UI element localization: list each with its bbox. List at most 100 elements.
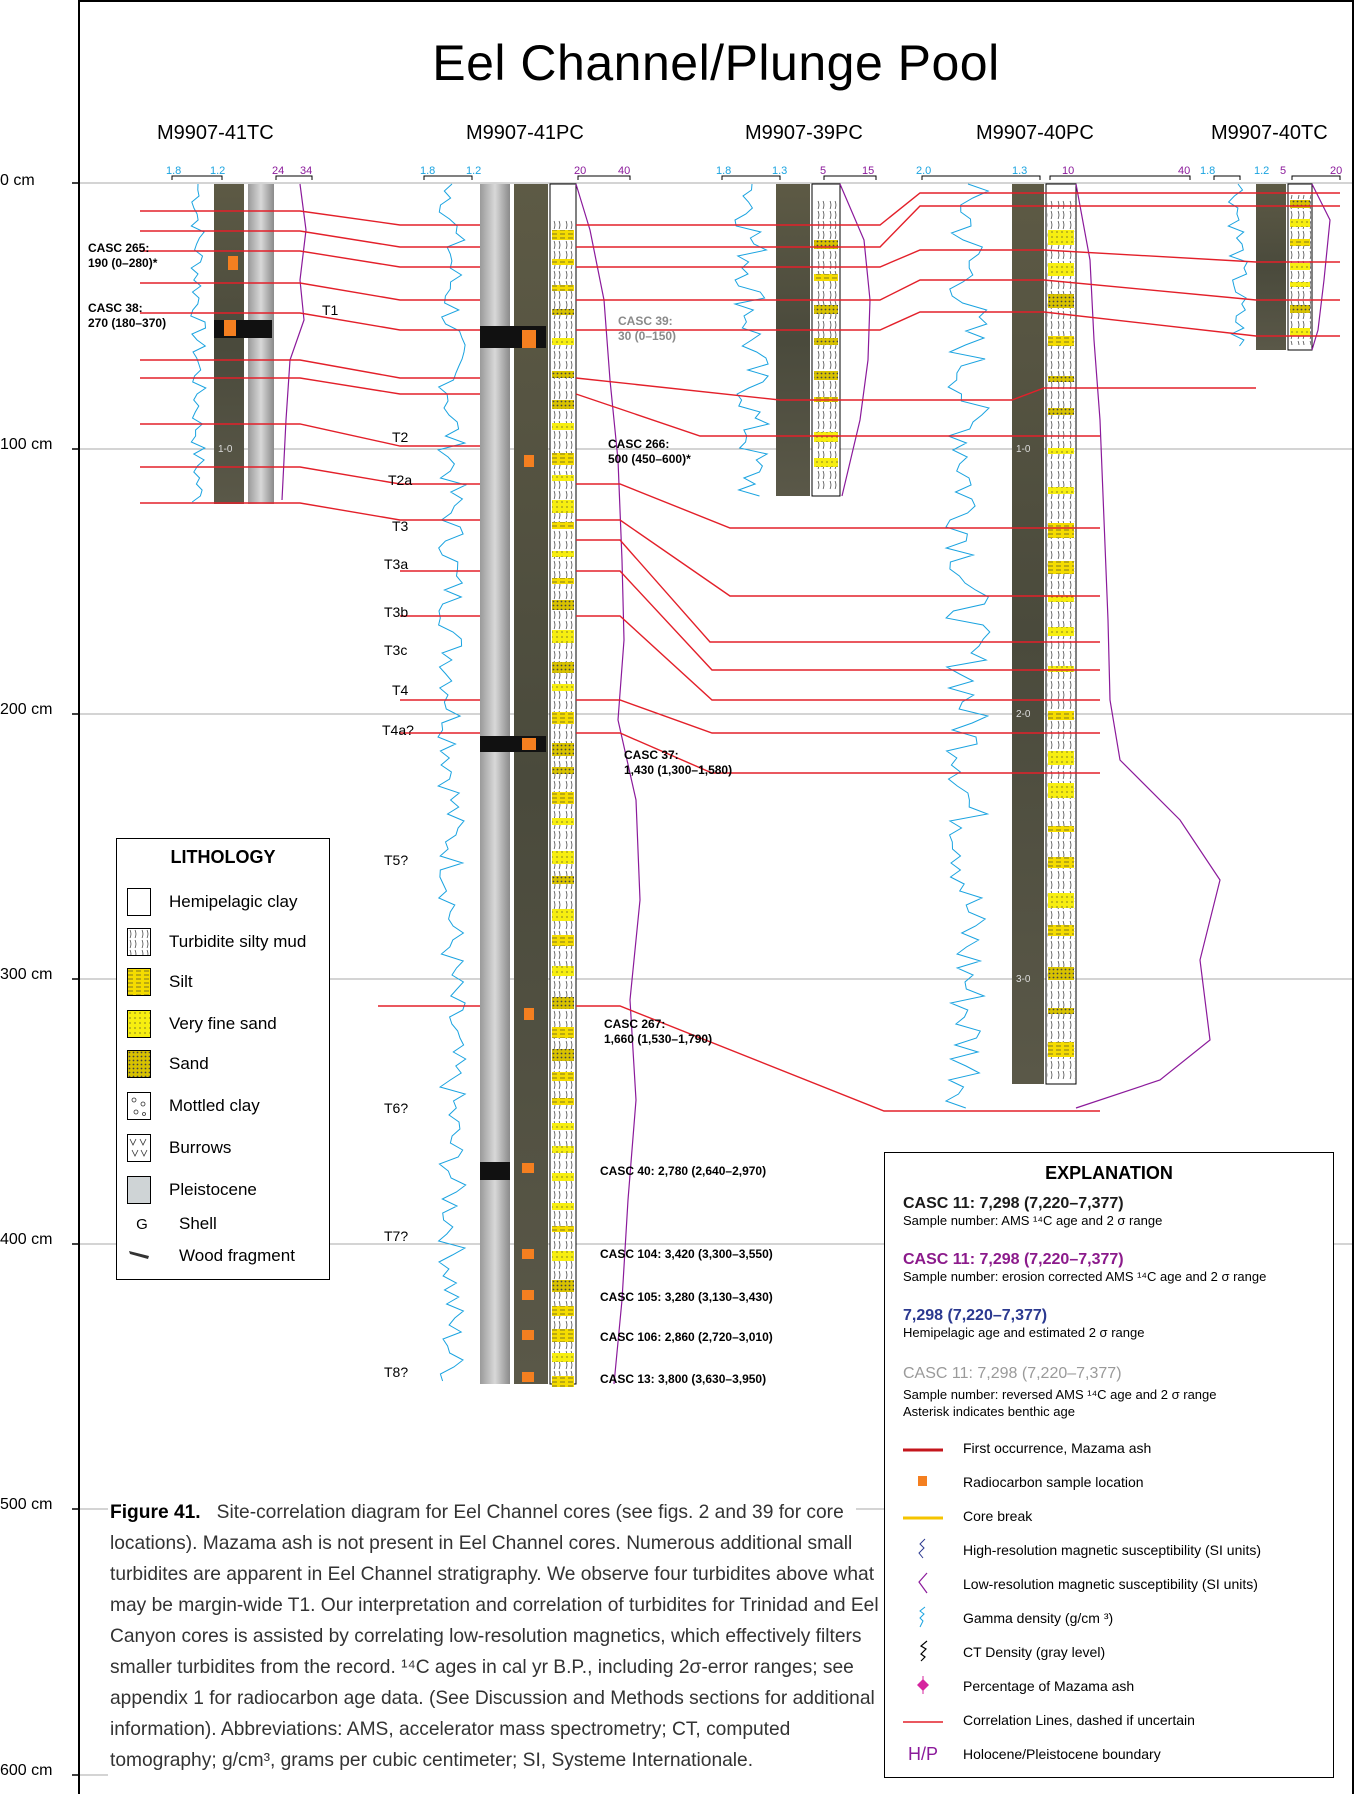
symbol-label: Correlation Lines, dashed if uncertain: [963, 1712, 1195, 1728]
radiocarbon-sample-marker: [522, 738, 536, 750]
lithology-band: [552, 423, 574, 430]
lithology-band: [1048, 711, 1074, 720]
sample-id: CASC 39:: [618, 314, 673, 328]
lithology-band: [1290, 219, 1310, 227]
lithology-band: [552, 712, 574, 724]
lithology-band: [552, 1280, 574, 1292]
scale-bar-labels: 1.8 1.2 24 34 1.8 1.2 20 40 1.8 1.3 5 15…: [166, 165, 1342, 177]
turbidite-label-t3a: T3a: [384, 556, 409, 572]
sample-age: 190 (0–280)*: [88, 256, 158, 270]
depth-label-100: 100 cm: [0, 436, 53, 453]
correlation-line-icon: [903, 1712, 943, 1728]
radiocarbon-sample-marker: [522, 1163, 534, 1173]
turbidite-label-t7: T7?: [384, 1228, 409, 1244]
scale-40tc-mag-min: 5: [1280, 165, 1286, 177]
symbol-mazama-percentage: Percentage of Mazama ash: [903, 1673, 1134, 1699]
lithology-band: [552, 851, 574, 864]
lithology-band: [814, 458, 838, 467]
sample-label-casc265: CASC 265:190 (0–280)*: [88, 241, 157, 271]
scale-40tc-gamma-max: 1.2: [1254, 165, 1269, 177]
lithology-band: [1048, 627, 1074, 636]
scale-39pc-mag-max: 15: [862, 165, 874, 177]
legend-item-mottled-clay: Mottled clay: [127, 1089, 260, 1123]
scale-39pc-gamma-min: 1.8: [716, 165, 731, 177]
core-depth-labels: 1-0 1-0 2-0 3-0: [218, 444, 1031, 985]
explanation-title: EXPLANATION: [1045, 1163, 1173, 1183]
sample-label-casc105: CASC 105: 3,280 (3,130–3,430): [600, 1290, 773, 1304]
scale-39pc-gamma-max: 1.3: [772, 165, 787, 177]
legend-item-sand: Sand: [127, 1047, 209, 1081]
sample-label-casc38: CASC 38:270 (180–370): [88, 301, 166, 331]
sample-label-casc37: CASC 37:1,430 (1,300–1,580): [624, 748, 732, 778]
symbol-lowres-mag: Low-resolution magnetic susceptibility (…: [903, 1571, 1258, 1597]
scale-41tc-mag-min: 24: [272, 165, 284, 177]
symbol-label: Radiocarbon sample location: [963, 1474, 1144, 1490]
lithology-band: [552, 1123, 574, 1130]
lithology-band: [552, 600, 574, 610]
lithology-band: [814, 371, 838, 380]
mazama-percentage-icon: [903, 1675, 943, 1698]
correlation-lines: [140, 192, 1340, 1112]
turbidite-label-t2a: T2a: [388, 472, 413, 488]
lithology-band: [552, 551, 574, 557]
sample-label-casc104: CASC 104: 3,420 (3,300–3,550): [600, 1247, 773, 1261]
radiocarbon-sample-marker: [524, 1008, 534, 1020]
lithology-band: [1048, 523, 1074, 538]
legend-item-wood-fragment: Wood fragment: [127, 1239, 295, 1273]
lithology-band: [552, 662, 574, 673]
symbol-label: Holocene/Pleistocene boundary: [963, 1746, 1161, 1762]
gamma-density-curve: [944, 183, 991, 1109]
lithology-band: [552, 997, 574, 1009]
lithology-band: [552, 1173, 574, 1181]
legend-label: Shell: [179, 1214, 217, 1233]
lithology-band: [1048, 826, 1074, 832]
example-age: CASC 11: 7,298 (7,220–7,377): [903, 1195, 1124, 1212]
hires-mag-icon: [903, 1537, 943, 1564]
lithology-band: [1048, 294, 1074, 308]
legend-label: Silt: [169, 972, 193, 991]
symbol-gamma-density: Gamma density (g/cm ³): [903, 1605, 1113, 1631]
core-break-icon: [903, 1508, 943, 1524]
legend-label: Burrows: [169, 1138, 232, 1157]
lithology-band: [1048, 263, 1074, 276]
example-age: CASC 11: 7,298 (7,220–7,377): [903, 1365, 1122, 1382]
lithology-band: [552, 1098, 574, 1105]
lithology-band: [552, 230, 574, 240]
burrows-swatch: [127, 1134, 151, 1162]
sample-label-casc13: CASC 13: 3,800 (3,630–3,950): [600, 1372, 767, 1386]
sample-id: CASC 265:: [88, 241, 150, 255]
lithology-band: [1048, 893, 1074, 908]
lithology-band: [1048, 408, 1074, 415]
explanation-legend: EXPLANATION CASC 11: 7,298 (7,220–7,377)…: [884, 1152, 1334, 1778]
lithology-band: [552, 1049, 574, 1061]
sample-age: 30 (0–150): [618, 329, 677, 343]
symbol-label: CT Density (gray level): [963, 1644, 1106, 1660]
legend-item-pleistocene: Pleistocene: [127, 1173, 257, 1207]
example-description: Sample number: erosion corrected AMS ¹⁴C…: [903, 1269, 1267, 1284]
core-depth-label: 1-0: [1016, 444, 1031, 455]
silt-swatch: [127, 968, 151, 996]
core-title-41pc: M9907-41PC: [466, 122, 584, 144]
scale-40pc-mag-max: 40: [1178, 165, 1190, 177]
turbidite-silty-mud-swatch: [127, 928, 151, 956]
legend-label: Turbidite silty mud: [169, 932, 307, 951]
lithology-band: [552, 453, 574, 465]
symbol-label: Gamma density (g/cm ³): [963, 1610, 1114, 1626]
lithology-band: [552, 767, 574, 774]
sample-age: 270 (180–370): [88, 316, 167, 330]
scale-40tc-mag-max: 20: [1330, 165, 1342, 177]
lithology-band: [1048, 857, 1074, 868]
hp-boundary-symbol: H/P: [907, 1743, 938, 1764]
lithology-band: [1048, 1042, 1074, 1057]
symbol-label: Percentage of Mazama ash: [963, 1678, 1135, 1694]
depth-label-400: 400 cm: [0, 1231, 53, 1248]
radiocarbon-sample-marker: [224, 320, 236, 336]
depth-label-0: 0 cm: [0, 172, 35, 189]
turbidite-label-t8: T8?: [384, 1364, 409, 1380]
lithology-legend: LITHOLOGY Hemipelagic clay Turbidite sil…: [116, 838, 330, 1280]
gamma-density-icon: [903, 1605, 943, 1632]
scale-bars: [171, 175, 1341, 180]
lithology-band: [814, 305, 838, 314]
symbol-mazama-ash: First occurrence, Mazama ash: [903, 1435, 1151, 1461]
lithology-band: [552, 1146, 574, 1153]
